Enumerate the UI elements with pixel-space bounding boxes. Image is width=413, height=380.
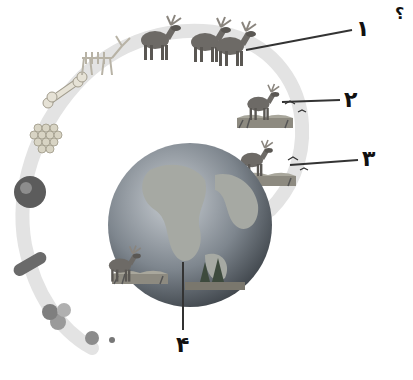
question-mark: ؟ xyxy=(395,6,404,22)
callout-number: ۲ xyxy=(344,89,357,111)
callout-number: ۳ xyxy=(362,148,375,170)
callout-number: ۱ xyxy=(356,18,369,40)
callout-number: ۴ xyxy=(176,334,189,356)
